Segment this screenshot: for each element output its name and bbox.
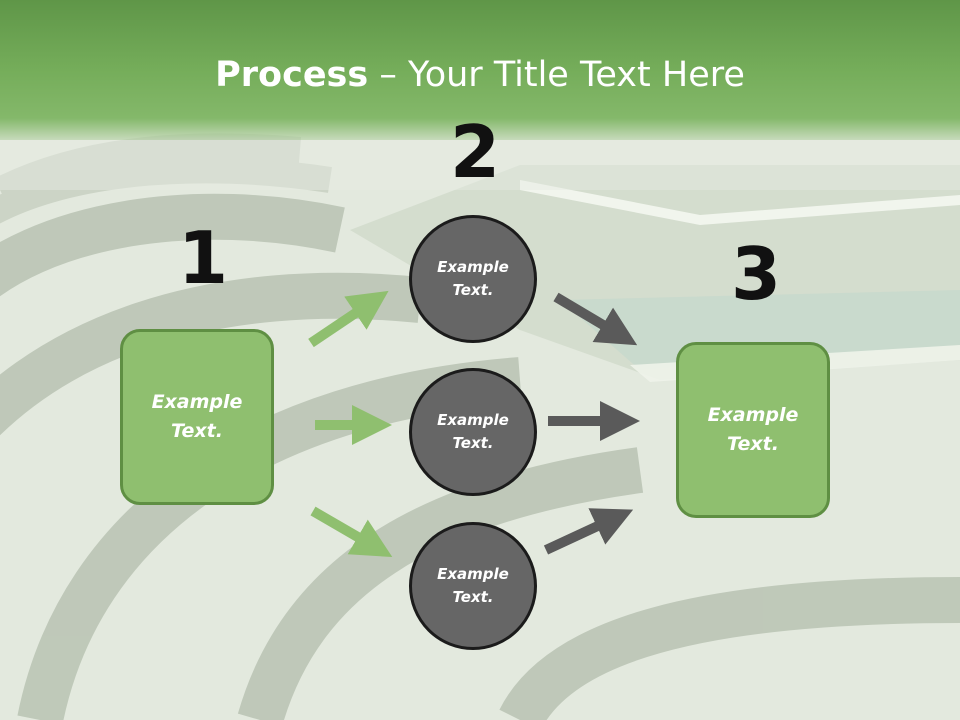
title-rest: Your Title Text Here <box>407 55 745 95</box>
step-2-circle-top: Example Text. <box>409 215 537 343</box>
step-1-box: Example Text. <box>120 329 274 505</box>
arrow-green-down <box>310 506 393 558</box>
step-number-1: 1 <box>178 216 229 300</box>
step-number-2: 2 <box>450 110 501 194</box>
arrow-gray-down <box>553 292 638 346</box>
circle-top-text: Example Text. <box>437 258 509 299</box>
circle-middle-text: Example Text. <box>437 411 509 452</box>
step-2-circle-middle: Example Text. <box>409 368 537 496</box>
title-bold: Process <box>215 55 369 95</box>
step-3-box: Example Text. <box>676 342 830 518</box>
slide-title: Process – Your Title Text Here <box>0 52 960 98</box>
title-bar <box>0 0 960 140</box>
circle-bottom-text: Example Text. <box>437 565 509 606</box>
step-2-circle-bottom: Example Text. <box>409 522 537 650</box>
step-1-text: Example Text. <box>151 391 243 442</box>
step-3-text: Example Text. <box>707 404 799 455</box>
arrow-gray-up <box>543 508 634 555</box>
step-number-3: 3 <box>731 232 782 316</box>
arrow-green-up <box>308 290 389 348</box>
title-separator: – <box>368 55 408 95</box>
